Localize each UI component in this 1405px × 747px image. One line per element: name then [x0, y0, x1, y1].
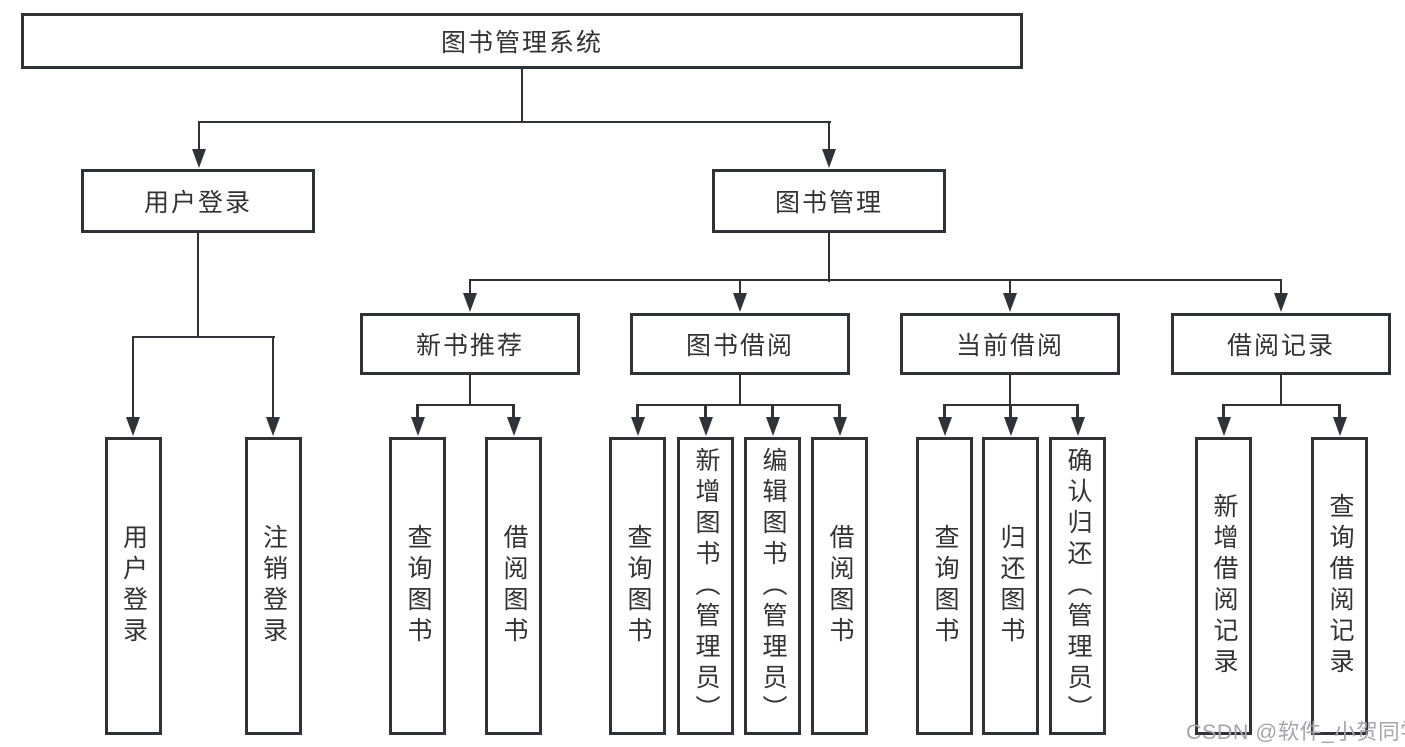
arrow-down-icon	[463, 293, 477, 312]
node-book-management: 图书管理	[712, 169, 946, 233]
node-current-borrow: 当前借阅	[900, 313, 1120, 375]
connector-login-drop	[197, 122, 201, 151]
arrow-down-icon	[266, 417, 280, 436]
connector-sec1-drop	[468, 280, 472, 294]
connector-sec3-leaf2-drop	[1009, 405, 1012, 419]
arrow-down-icon	[126, 417, 140, 436]
connector-sec3-leaf3-drop	[1076, 405, 1079, 419]
arrow-down-icon	[1332, 417, 1347, 436]
leaf-label: 查询图书	[931, 524, 959, 648]
connector-sec1-leaf1-drop	[416, 405, 419, 419]
connector-login-stem	[196, 230, 200, 338]
leaf-borrow-books: 借阅图书	[485, 437, 542, 735]
arrow-down-icon	[822, 149, 836, 168]
connector-sec1-stem	[468, 372, 472, 406]
connector-mgmt-stem	[827, 230, 831, 282]
arrow-down-icon	[1003, 417, 1018, 436]
arrow-down-icon	[937, 417, 952, 436]
arrow-down-icon	[192, 149, 206, 168]
leaf-logout: 注销登录	[244, 437, 302, 735]
arrow-down-icon	[733, 293, 747, 312]
connector-sec3-stem	[1008, 372, 1012, 406]
connector-login-leaf2-drop	[271, 337, 275, 419]
arrow-down-icon	[410, 417, 425, 436]
csdn-watermark: CSDN @软件_小贺同学	[1186, 720, 1405, 744]
arrow-down-icon	[1216, 417, 1231, 436]
connector-sec2-leaf1-drop	[636, 405, 639, 419]
connector-sec2-leaf2-drop	[704, 405, 707, 419]
leaf-label: 借阅图书	[826, 524, 854, 648]
connector-sec4-leaf2-drop	[1338, 405, 1341, 419]
arrow-down-icon	[1274, 293, 1288, 312]
arrow-down-icon	[832, 417, 847, 436]
arrow-down-icon	[1003, 293, 1017, 312]
leaf-add-books-admin: 新增图书（管理员）	[677, 437, 734, 735]
connector-root-hline	[197, 120, 831, 123]
leaf-label: 归还图书	[997, 524, 1025, 648]
connector-root-stem	[520, 66, 524, 123]
node-user-login: 用户登录	[81, 169, 315, 233]
arrow-down-icon	[630, 417, 645, 436]
arrow-down-icon	[506, 417, 521, 436]
node-library-system: 图书管理系统	[21, 13, 1023, 69]
node-book-borrow: 图书借阅	[630, 313, 850, 375]
leaf-label: 确认归还（管理员）	[1064, 446, 1092, 726]
leaf-label: 借阅图书	[500, 524, 528, 648]
connector-sec2-leaf3-drop	[771, 405, 774, 419]
node-new-book-recommend: 新书推荐	[360, 313, 580, 375]
leaf-label: 新增借阅记录	[1210, 493, 1238, 679]
connector-mgmt-hline	[468, 278, 1283, 282]
arrow-down-icon	[1070, 417, 1085, 436]
leaf-return-books: 归还图书	[982, 437, 1039, 735]
leaf-borrow-books: 借阅图书	[811, 437, 868, 735]
leaf-edit-books-admin: 编辑图书（管理员）	[744, 437, 801, 735]
leaf-label: 查询借阅记录	[1326, 493, 1354, 679]
connector-sec1-hline	[416, 403, 515, 407]
connector-sec2-stem	[738, 372, 742, 406]
connector-sec2-hline	[636, 403, 841, 407]
connector-sec4-stem	[1279, 372, 1283, 406]
leaf-query-books: 查询图书	[916, 437, 973, 735]
arrow-down-icon	[698, 417, 713, 436]
connector-sec4-leaf1-drop	[1222, 405, 1225, 419]
leaf-label: 注销登录	[259, 524, 288, 648]
leaf-query-books: 查询图书	[609, 437, 666, 735]
connector-sec2-leaf4-drop	[838, 405, 841, 419]
leaf-label: 用户登录	[119, 524, 148, 648]
arrow-down-icon	[765, 417, 780, 436]
leaf-confirm-return-admin: 确认归还（管理员）	[1049, 437, 1106, 735]
leaf-add-borrow-record: 新增借阅记录	[1195, 437, 1252, 735]
connector-sec4-hline	[1222, 403, 1341, 407]
leaf-label: 查询图书	[404, 524, 432, 648]
connector-sec1-leaf2-drop	[512, 405, 515, 419]
leaf-query-books: 查询图书	[389, 437, 446, 735]
leaf-label: 查询图书	[624, 524, 652, 648]
leaf-user-login: 用户登录	[104, 437, 162, 735]
node-borrow-records: 借阅记录	[1171, 313, 1391, 375]
connector-sec4-drop	[1279, 280, 1283, 294]
connector-sec3-drop	[1008, 280, 1012, 294]
leaf-label: 编辑图书（管理员）	[759, 446, 787, 726]
leaf-label: 新增图书（管理员）	[692, 446, 720, 726]
leaf-query-borrow-record: 查询借阅记录	[1311, 437, 1368, 735]
connector-sec2-drop	[738, 280, 742, 294]
connector-login-leaf1-drop	[131, 337, 135, 419]
connector-mgmt-drop	[827, 122, 831, 151]
connector-login-hline	[131, 335, 275, 339]
connector-sec3-leaf1-drop	[943, 405, 946, 419]
